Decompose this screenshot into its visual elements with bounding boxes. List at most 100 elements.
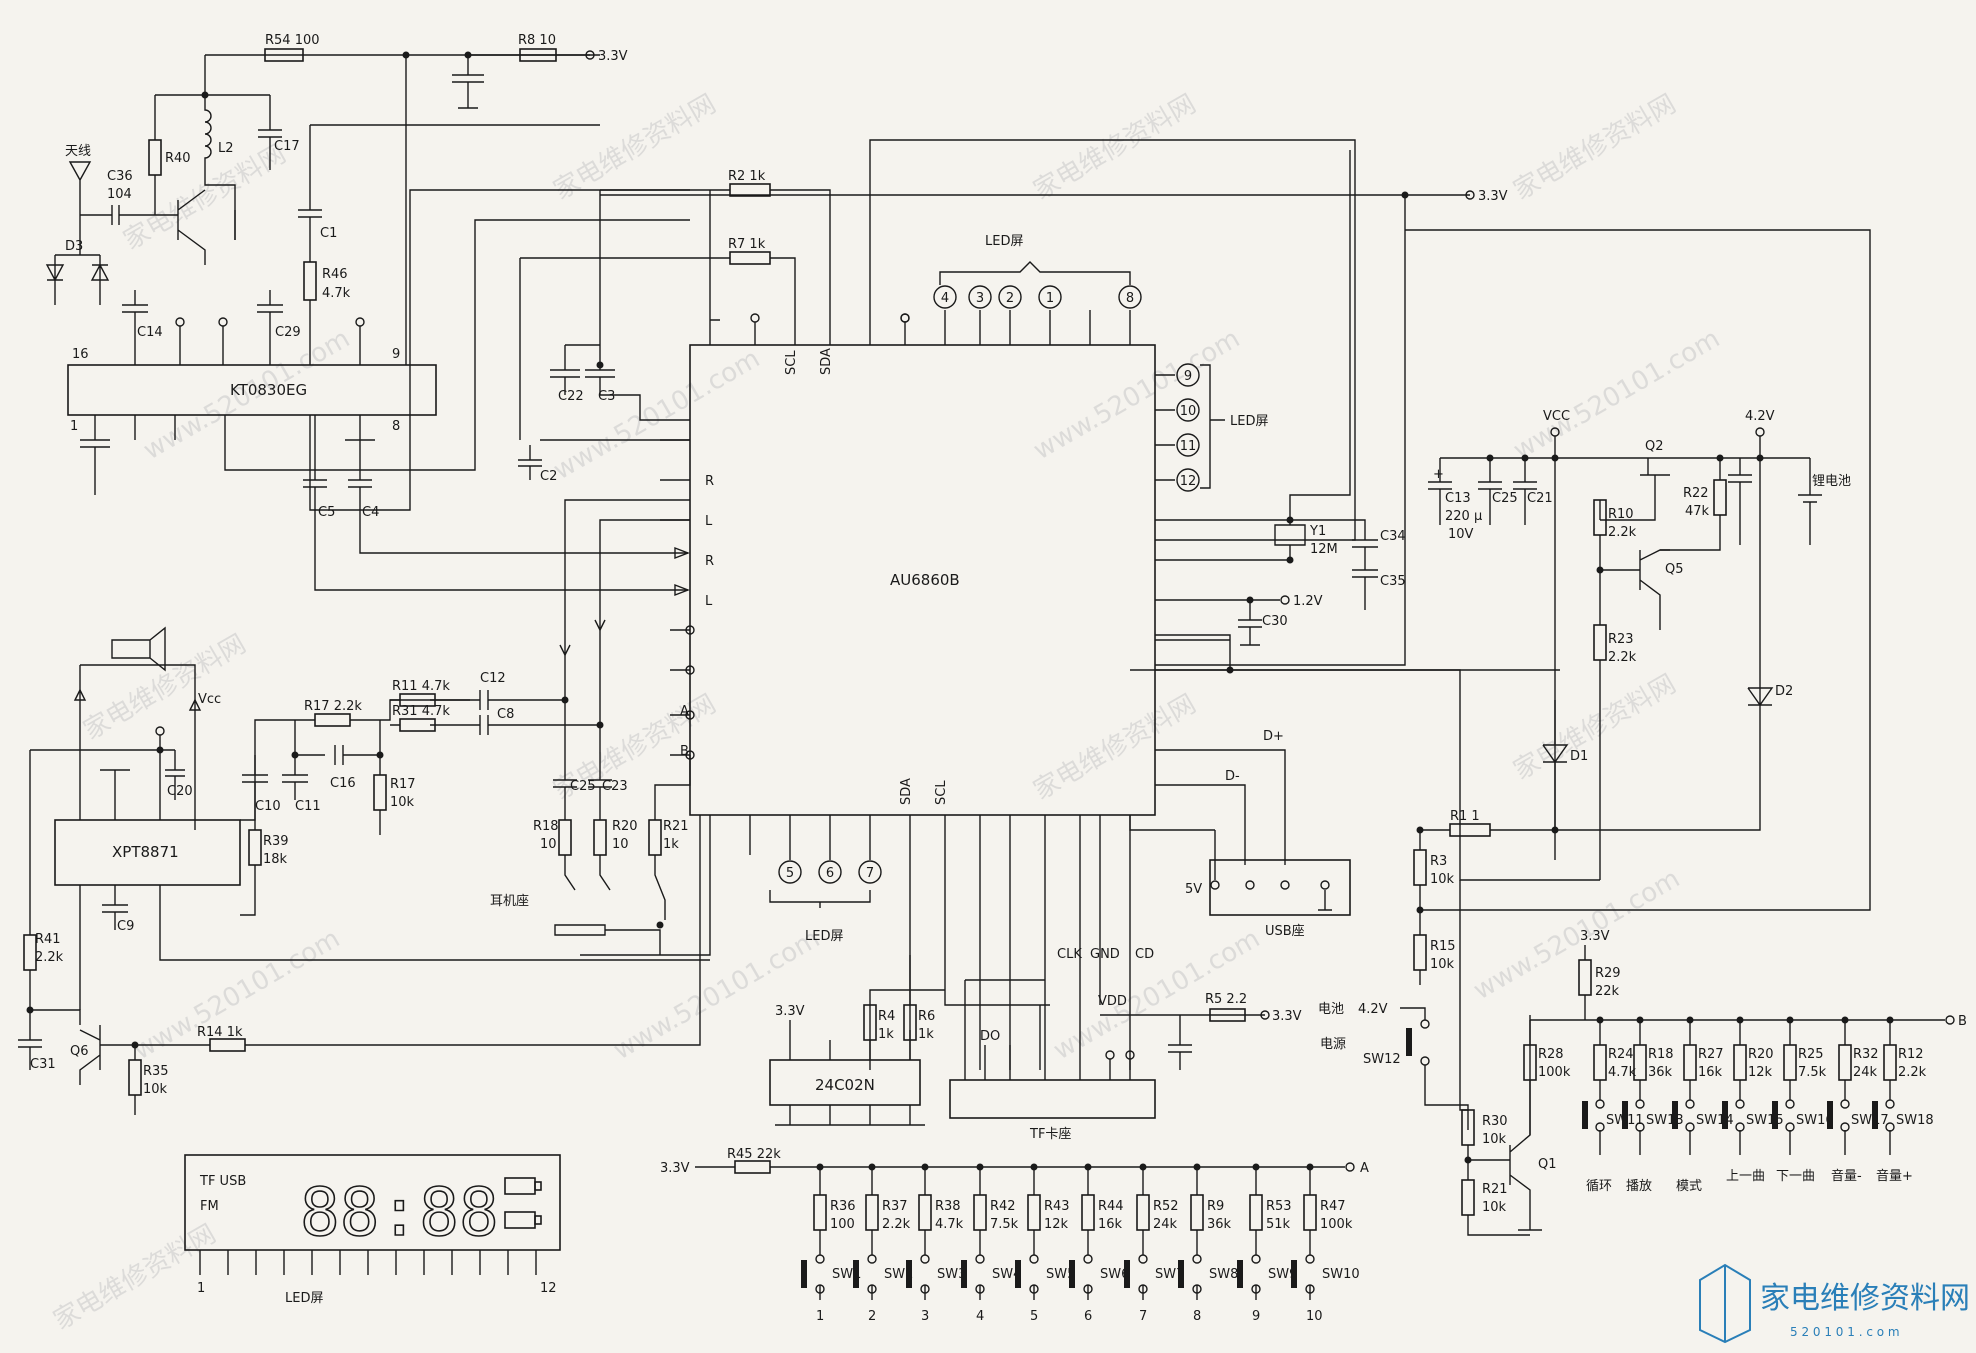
key-switch[interactable] xyxy=(1827,1101,1833,1129)
c20-label: C20 xyxy=(167,784,193,799)
r41-value: 2.2k xyxy=(35,950,64,965)
watermark-text: www.520101.com xyxy=(549,344,766,486)
r2-label: R2 1k xyxy=(728,169,766,184)
q1-label: Q1 xyxy=(1538,1157,1557,1172)
led-bottom-label: LED屏 xyxy=(805,929,843,944)
r40-label: R40 xyxy=(165,151,191,166)
r6-value: 1k xyxy=(918,1027,934,1042)
d2-label: D2 xyxy=(1775,684,1793,699)
key-switch[interactable] xyxy=(1622,1101,1628,1129)
resistor xyxy=(1838,1044,1852,1081)
key-switch[interactable] xyxy=(1291,1260,1297,1288)
resistor xyxy=(865,1194,879,1231)
resistor xyxy=(1523,1044,1537,1081)
c13-plus: + xyxy=(1433,467,1444,482)
resistor xyxy=(1783,1044,1797,1081)
r21b-label: R21 xyxy=(1482,1182,1508,1197)
resistor-label: R36 xyxy=(830,1199,856,1214)
resistor xyxy=(1136,1194,1150,1231)
c30-label: C30 xyxy=(1262,614,1288,629)
watermark-text: 家电维修资料网 xyxy=(119,139,292,256)
key-switch[interactable] xyxy=(1015,1260,1021,1288)
resistor xyxy=(1683,1044,1697,1081)
key-switch[interactable] xyxy=(1069,1260,1075,1288)
c5-label: C5 xyxy=(318,505,335,520)
r35-label: R35 xyxy=(143,1064,169,1079)
pin-cd: CD xyxy=(1135,947,1154,962)
resistor-label: R52 xyxy=(1153,1199,1179,1214)
kt-pin-16: 16 xyxy=(72,347,89,362)
resistor-label: R42 xyxy=(990,1199,1016,1214)
c22-label: C22 xyxy=(558,389,584,404)
pin-scl2: SCL xyxy=(934,780,949,805)
key-switch[interactable] xyxy=(906,1260,912,1288)
r3-value: 10k xyxy=(1430,872,1455,887)
resistor-value: 24k xyxy=(1853,1065,1878,1080)
pin-number: 9 xyxy=(1184,369,1192,384)
c12-label: C12 xyxy=(480,671,506,686)
r29-label: R29 xyxy=(1595,966,1621,981)
resistor-value: 51k xyxy=(1266,1217,1291,1232)
pin-number-circle xyxy=(1176,363,1200,387)
watermark-text: 家电维修资料网 xyxy=(549,89,722,206)
24c02n-chip xyxy=(769,1059,921,1106)
pin-number: 11 xyxy=(1180,439,1197,454)
key-switch[interactable] xyxy=(961,1260,967,1288)
switch-label: SW18 xyxy=(1896,1113,1934,1128)
r15-label: R15 xyxy=(1430,939,1456,954)
key-switch[interactable] xyxy=(1237,1260,1243,1288)
au6860b-chip xyxy=(689,344,1156,816)
usb-connector[interactable] xyxy=(1209,859,1351,916)
key-switch[interactable] xyxy=(1872,1101,1878,1129)
key-switch[interactable] xyxy=(1772,1101,1778,1129)
resistor-value: 16k xyxy=(1098,1217,1123,1232)
r1-label: R1 1 xyxy=(1450,809,1480,824)
key-switch[interactable] xyxy=(801,1260,807,1288)
switch-number: 1 xyxy=(816,1309,824,1324)
pin-number-circle xyxy=(778,860,802,884)
tf-card-slot[interactable] xyxy=(949,1079,1156,1119)
r15-value: 10k xyxy=(1430,957,1455,972)
c36-label: C36 xyxy=(107,169,133,184)
resistor xyxy=(973,1194,987,1231)
fm-section: KT0830EG 16 1 9 8 R54 100 R8 10 3.3V C17… xyxy=(45,33,690,591)
key-switch[interactable] xyxy=(1722,1101,1728,1129)
watermarks: 家电维修资料网 www.520101.com 家电维修资料网 www.52010… xyxy=(49,89,1726,1336)
r4-label: R4 xyxy=(878,1009,895,1024)
kt-pin-1: 1 xyxy=(70,419,78,434)
c35-label: C35 xyxy=(1380,574,1406,589)
earphone-label: 耳机座 xyxy=(490,894,529,909)
resistor-value: 7.5k xyxy=(1798,1065,1827,1080)
pin-number-circle xyxy=(858,860,882,884)
c11-label: C11 xyxy=(295,799,321,814)
audio-section: Vcc XPT8871 C20 R17 2.2k C16 R17 10k C10… xyxy=(18,499,710,1115)
watermark-text: www.520101.com xyxy=(1509,324,1726,466)
bottom-switch-bank: R36100SW11R372.2kSW22R384.7kSW33R427.5kS… xyxy=(801,1163,1360,1324)
key-switch[interactable] xyxy=(853,1260,859,1288)
resistor xyxy=(1733,1044,1747,1081)
c13-value: 220 μ xyxy=(1445,509,1482,524)
d1-label: D1 xyxy=(1570,749,1588,764)
resistor-value: 100k xyxy=(1538,1065,1571,1080)
key-switch[interactable] xyxy=(1124,1260,1130,1288)
pin-number: 4 xyxy=(941,291,949,306)
rail-3v3-switches: 3.3V xyxy=(1580,929,1610,944)
c25-label: C25 xyxy=(1492,491,1518,506)
xpt8871-chip xyxy=(54,819,241,886)
resistor-label: R28 xyxy=(1538,1047,1564,1062)
r35-value: 10k xyxy=(143,1082,168,1097)
key-switch[interactable] xyxy=(1672,1101,1678,1129)
key-switch[interactable] xyxy=(1582,1101,1588,1129)
c16-label: C16 xyxy=(330,776,356,791)
resistor-value: 7.5k xyxy=(990,1217,1019,1232)
r45-label: R45 22k xyxy=(727,1147,781,1162)
antenna-label: 天线 xyxy=(65,144,91,159)
key-switch[interactable] xyxy=(1178,1260,1184,1288)
switch-label: SW9 xyxy=(1268,1267,1297,1282)
led-display-label: LED屏 xyxy=(285,1291,323,1306)
pin-l1: L xyxy=(705,514,713,529)
resistor xyxy=(1190,1194,1204,1231)
sw12-button[interactable] xyxy=(1406,1028,1412,1056)
resistor-value: 4.7k xyxy=(935,1217,964,1232)
